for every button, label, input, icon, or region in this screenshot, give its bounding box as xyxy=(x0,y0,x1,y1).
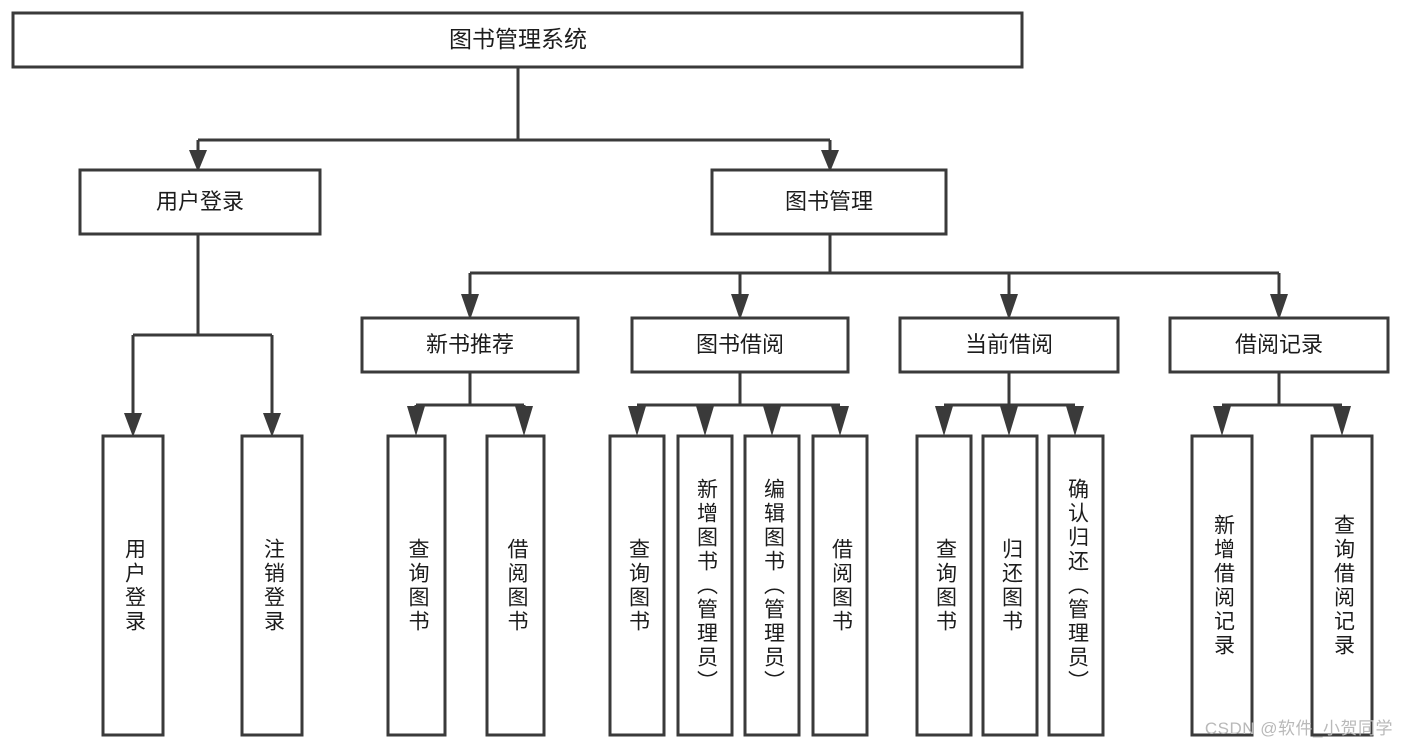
leaf-boxes xyxy=(101,434,1374,737)
arrow-to-leaf-borrow-book-2 xyxy=(831,406,849,436)
node-book-manage-box[interactable] xyxy=(710,168,948,236)
arrow-to-leaf-confirm-return xyxy=(1066,406,1084,436)
leaf-add-book-box[interactable] xyxy=(676,434,734,737)
node-root-box[interactable] xyxy=(11,11,1024,69)
arrow-to-leaf-add-record xyxy=(1213,406,1231,436)
leaf-query-book-1-box[interactable] xyxy=(386,434,447,737)
leaf-user-login-box[interactable] xyxy=(101,434,165,737)
arrow-to-leaf-query-book-2 xyxy=(628,406,646,436)
leaf-borrow-book-1-box[interactable] xyxy=(485,434,546,737)
arrow-to-leaf-edit-book xyxy=(763,406,781,436)
arrow-to-leaf-logout-login xyxy=(263,413,281,437)
node-current-borrow-label: 当前借阅 xyxy=(965,332,1053,357)
leaf-query-book-2-box[interactable] xyxy=(608,434,666,737)
arrow-to-leaf-borrow-book-1 xyxy=(515,406,533,436)
node-book-manage[interactable]: 图书管理 xyxy=(710,168,948,236)
connector-group-book-manage xyxy=(461,234,1288,320)
arrow-to-user-login xyxy=(189,150,207,172)
node-book-borrow-label: 图书借阅 xyxy=(696,332,784,357)
connector-group-borrow-record xyxy=(1213,372,1351,436)
node-user-login-label: 用户登录 xyxy=(156,189,244,214)
arrow-to-current-borrow xyxy=(1000,294,1018,320)
node-user-login-box[interactable] xyxy=(78,168,322,236)
node-borrow-record[interactable]: 借阅记录 xyxy=(1168,316,1390,374)
connector-group-root xyxy=(189,67,839,172)
node-root[interactable]: 图书管理系统 xyxy=(11,11,1024,69)
arrow-to-new-book-recommend xyxy=(461,294,479,320)
arrow-to-leaf-add-book xyxy=(696,406,714,436)
node-root-label: 图书管理系统 xyxy=(449,26,587,52)
node-new-book-recommend-label: 新书推荐 xyxy=(426,332,514,357)
node-borrow-record-box[interactable] xyxy=(1168,316,1390,374)
leaf-logout-login-box[interactable] xyxy=(240,434,304,737)
connector-group-current-borrow xyxy=(935,372,1084,436)
arrow-to-leaf-user-login xyxy=(124,413,142,437)
arrow-to-leaf-query-book-3 xyxy=(935,406,953,436)
node-user-login[interactable]: 用户登录 xyxy=(78,168,322,236)
node-new-book-recommend[interactable]: 新书推荐 xyxy=(360,316,580,374)
leaf-borrow-book-2-box[interactable] xyxy=(811,434,869,737)
node-book-borrow-box[interactable] xyxy=(630,316,850,374)
leaf-add-record-box[interactable] xyxy=(1190,434,1254,737)
connector-group-user-login xyxy=(124,234,281,437)
node-current-borrow-box[interactable] xyxy=(898,316,1120,374)
connector-group-book-borrow xyxy=(628,372,849,436)
arrow-to-leaf-return-book xyxy=(1000,406,1018,436)
arrow-to-leaf-query-book-1 xyxy=(407,406,425,436)
node-book-manage-label: 图书管理 xyxy=(785,189,873,214)
node-new-book-recommend-box[interactable] xyxy=(360,316,580,374)
leaf-query-book-3-box[interactable] xyxy=(915,434,973,737)
leaf-edit-book-box[interactable] xyxy=(743,434,801,737)
csdn-watermark: CSDN @软件_小贺同学 xyxy=(1204,719,1393,738)
node-book-borrow[interactable]: 图书借阅 xyxy=(630,316,850,374)
arrow-to-borrow-record xyxy=(1270,294,1288,320)
connector-group-new-book-recommend xyxy=(407,372,533,436)
arrow-to-book-borrow xyxy=(731,294,749,320)
node-current-borrow[interactable]: 当前借阅 xyxy=(898,316,1120,374)
node-borrow-record-label: 借阅记录 xyxy=(1235,332,1323,357)
leaf-query-record-box[interactable] xyxy=(1310,434,1374,737)
arrow-to-book-manage xyxy=(821,150,839,172)
arrow-to-leaf-query-record xyxy=(1333,406,1351,436)
leaf-confirm-return-box[interactable] xyxy=(1047,434,1105,737)
leaf-return-book-box[interactable] xyxy=(981,434,1039,737)
